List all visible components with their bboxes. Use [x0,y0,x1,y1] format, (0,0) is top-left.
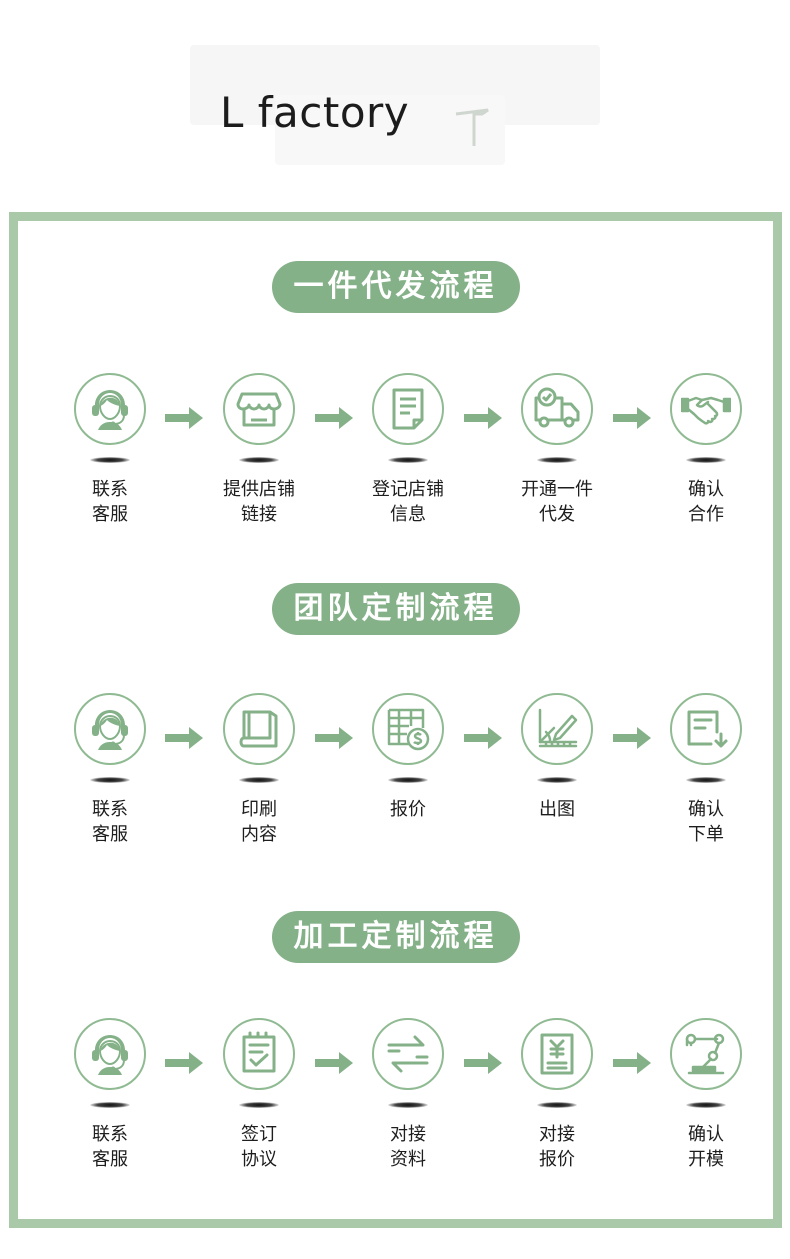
icon-shadow [90,777,130,783]
step-label: 报价 [353,797,463,822]
process-frame: 一件代发流程 联系客服 提供店铺链接 登记店铺信息 [9,212,782,1228]
arrow-right-icon [315,407,353,429]
step-label-line2: 资料 [390,1149,426,1170]
icon-shadow [537,457,577,463]
step-label-line1: 登记店铺 [372,479,444,500]
step-label: 确认下单 [651,797,761,847]
icon-shadow [537,777,577,783]
icon-shadow [90,1102,130,1108]
icon-shadow [537,1102,577,1108]
arrow-right-icon [613,407,651,429]
arrow-right-icon [165,727,203,749]
icon-shadow [686,1102,726,1108]
book-icon [223,693,295,765]
step-label: 开通一件代发 [502,477,612,527]
arrow-right-icon [165,1052,203,1074]
icon-shadow [239,777,279,783]
arrow-right-icon [464,407,502,429]
step-label-line1: 出图 [539,799,575,820]
step-label-line1: 确认 [688,1124,724,1145]
sign-agreement-icon [223,1018,295,1090]
customer-service-icon [74,373,146,445]
icon-shadow [90,457,130,463]
step-label: 联系客服 [55,477,165,527]
step-label-line1: 报价 [390,799,426,820]
step-label-line2: 开模 [688,1149,724,1170]
step-label-line1: 对接 [390,1124,426,1145]
robot-arm-icon [670,1018,742,1090]
step-label-line1: 联系 [92,799,128,820]
step-label-line2: 客服 [92,504,128,525]
logo-watermark-lower [275,95,505,165]
handshake-icon [670,373,742,445]
step-label-line1: 对接 [539,1124,575,1145]
icon-shadow [239,457,279,463]
step-label-line1: 印刷 [241,799,277,820]
arrow-right-icon [315,1052,353,1074]
step-label: 印刷内容 [204,797,314,847]
step-label-line2: 代发 [539,504,575,525]
icon-shadow [388,457,428,463]
arrow-right-icon [613,1052,651,1074]
step-label: 联系客服 [55,797,165,847]
step-label-line1: 签订 [241,1124,277,1145]
arrow-right-icon [315,727,353,749]
step-label: 签订协议 [204,1122,314,1172]
delivery-truck-icon [521,373,593,445]
customer-service-icon [74,693,146,765]
arrow-right-icon [464,1052,502,1074]
brand-title: L factory [220,88,410,137]
logo-mark-icon [455,108,489,146]
step-label-line2: 链接 [241,504,277,525]
step-label: 出图 [502,797,612,822]
section-title-pill: 一件代发流程 [271,261,520,313]
icon-shadow [686,457,726,463]
quote-icon [521,1018,593,1090]
step-label-line2: 报价 [539,1149,575,1170]
step-label: 提供店铺链接 [204,477,314,527]
arrow-right-icon [165,407,203,429]
logo-area: L factory [0,0,790,200]
icon-shadow [686,777,726,783]
section-title-pill: 团队定制流程 [271,583,520,635]
section-title-pill: 加工定制流程 [271,911,520,963]
step-label-line1: 确认 [688,799,724,820]
step-label: 确认合作 [651,477,761,527]
exchange-icon [372,1018,444,1090]
step-label-line2: 客服 [92,824,128,845]
store-icon [223,373,295,445]
step-label: 确认开模 [651,1122,761,1172]
drawing-icon [521,693,593,765]
step-label-line1: 联系 [92,479,128,500]
arrow-right-icon [613,727,651,749]
icon-shadow [239,1102,279,1108]
step-label: 对接报价 [502,1122,612,1172]
step-label: 登记店铺信息 [353,477,463,527]
step-label-line2: 协议 [241,1149,277,1170]
step-label-line2: 客服 [92,1149,128,1170]
section-team-custom: 团队定制流程 联系客服 印刷内容 报价 [18,583,773,863]
step-label-line2: 内容 [241,824,277,845]
document-icon [372,373,444,445]
step-label-line1: 提供店铺 [223,479,295,500]
customer-service-icon [74,1018,146,1090]
step-label-line2: 下单 [688,824,724,845]
step-label: 联系客服 [55,1122,165,1172]
step-label: 对接资料 [353,1122,463,1172]
step-label-line1: 联系 [92,1124,128,1145]
step-label-line2: 合作 [688,504,724,525]
arrow-right-icon [464,727,502,749]
section-dropship: 一件代发流程 联系客服 提供店铺链接 登记店铺信息 [18,261,773,541]
step-label-line1: 确认 [688,479,724,500]
step-label-line2: 信息 [390,504,426,525]
section-processing-custom: 加工定制流程 联系客服 签订协议 对接资料 [18,911,773,1201]
step-label-line1: 开通一件 [521,479,593,500]
icon-shadow [388,1102,428,1108]
icon-shadow [388,777,428,783]
order-confirm-icon [670,693,742,765]
price-sheet-icon [372,693,444,765]
